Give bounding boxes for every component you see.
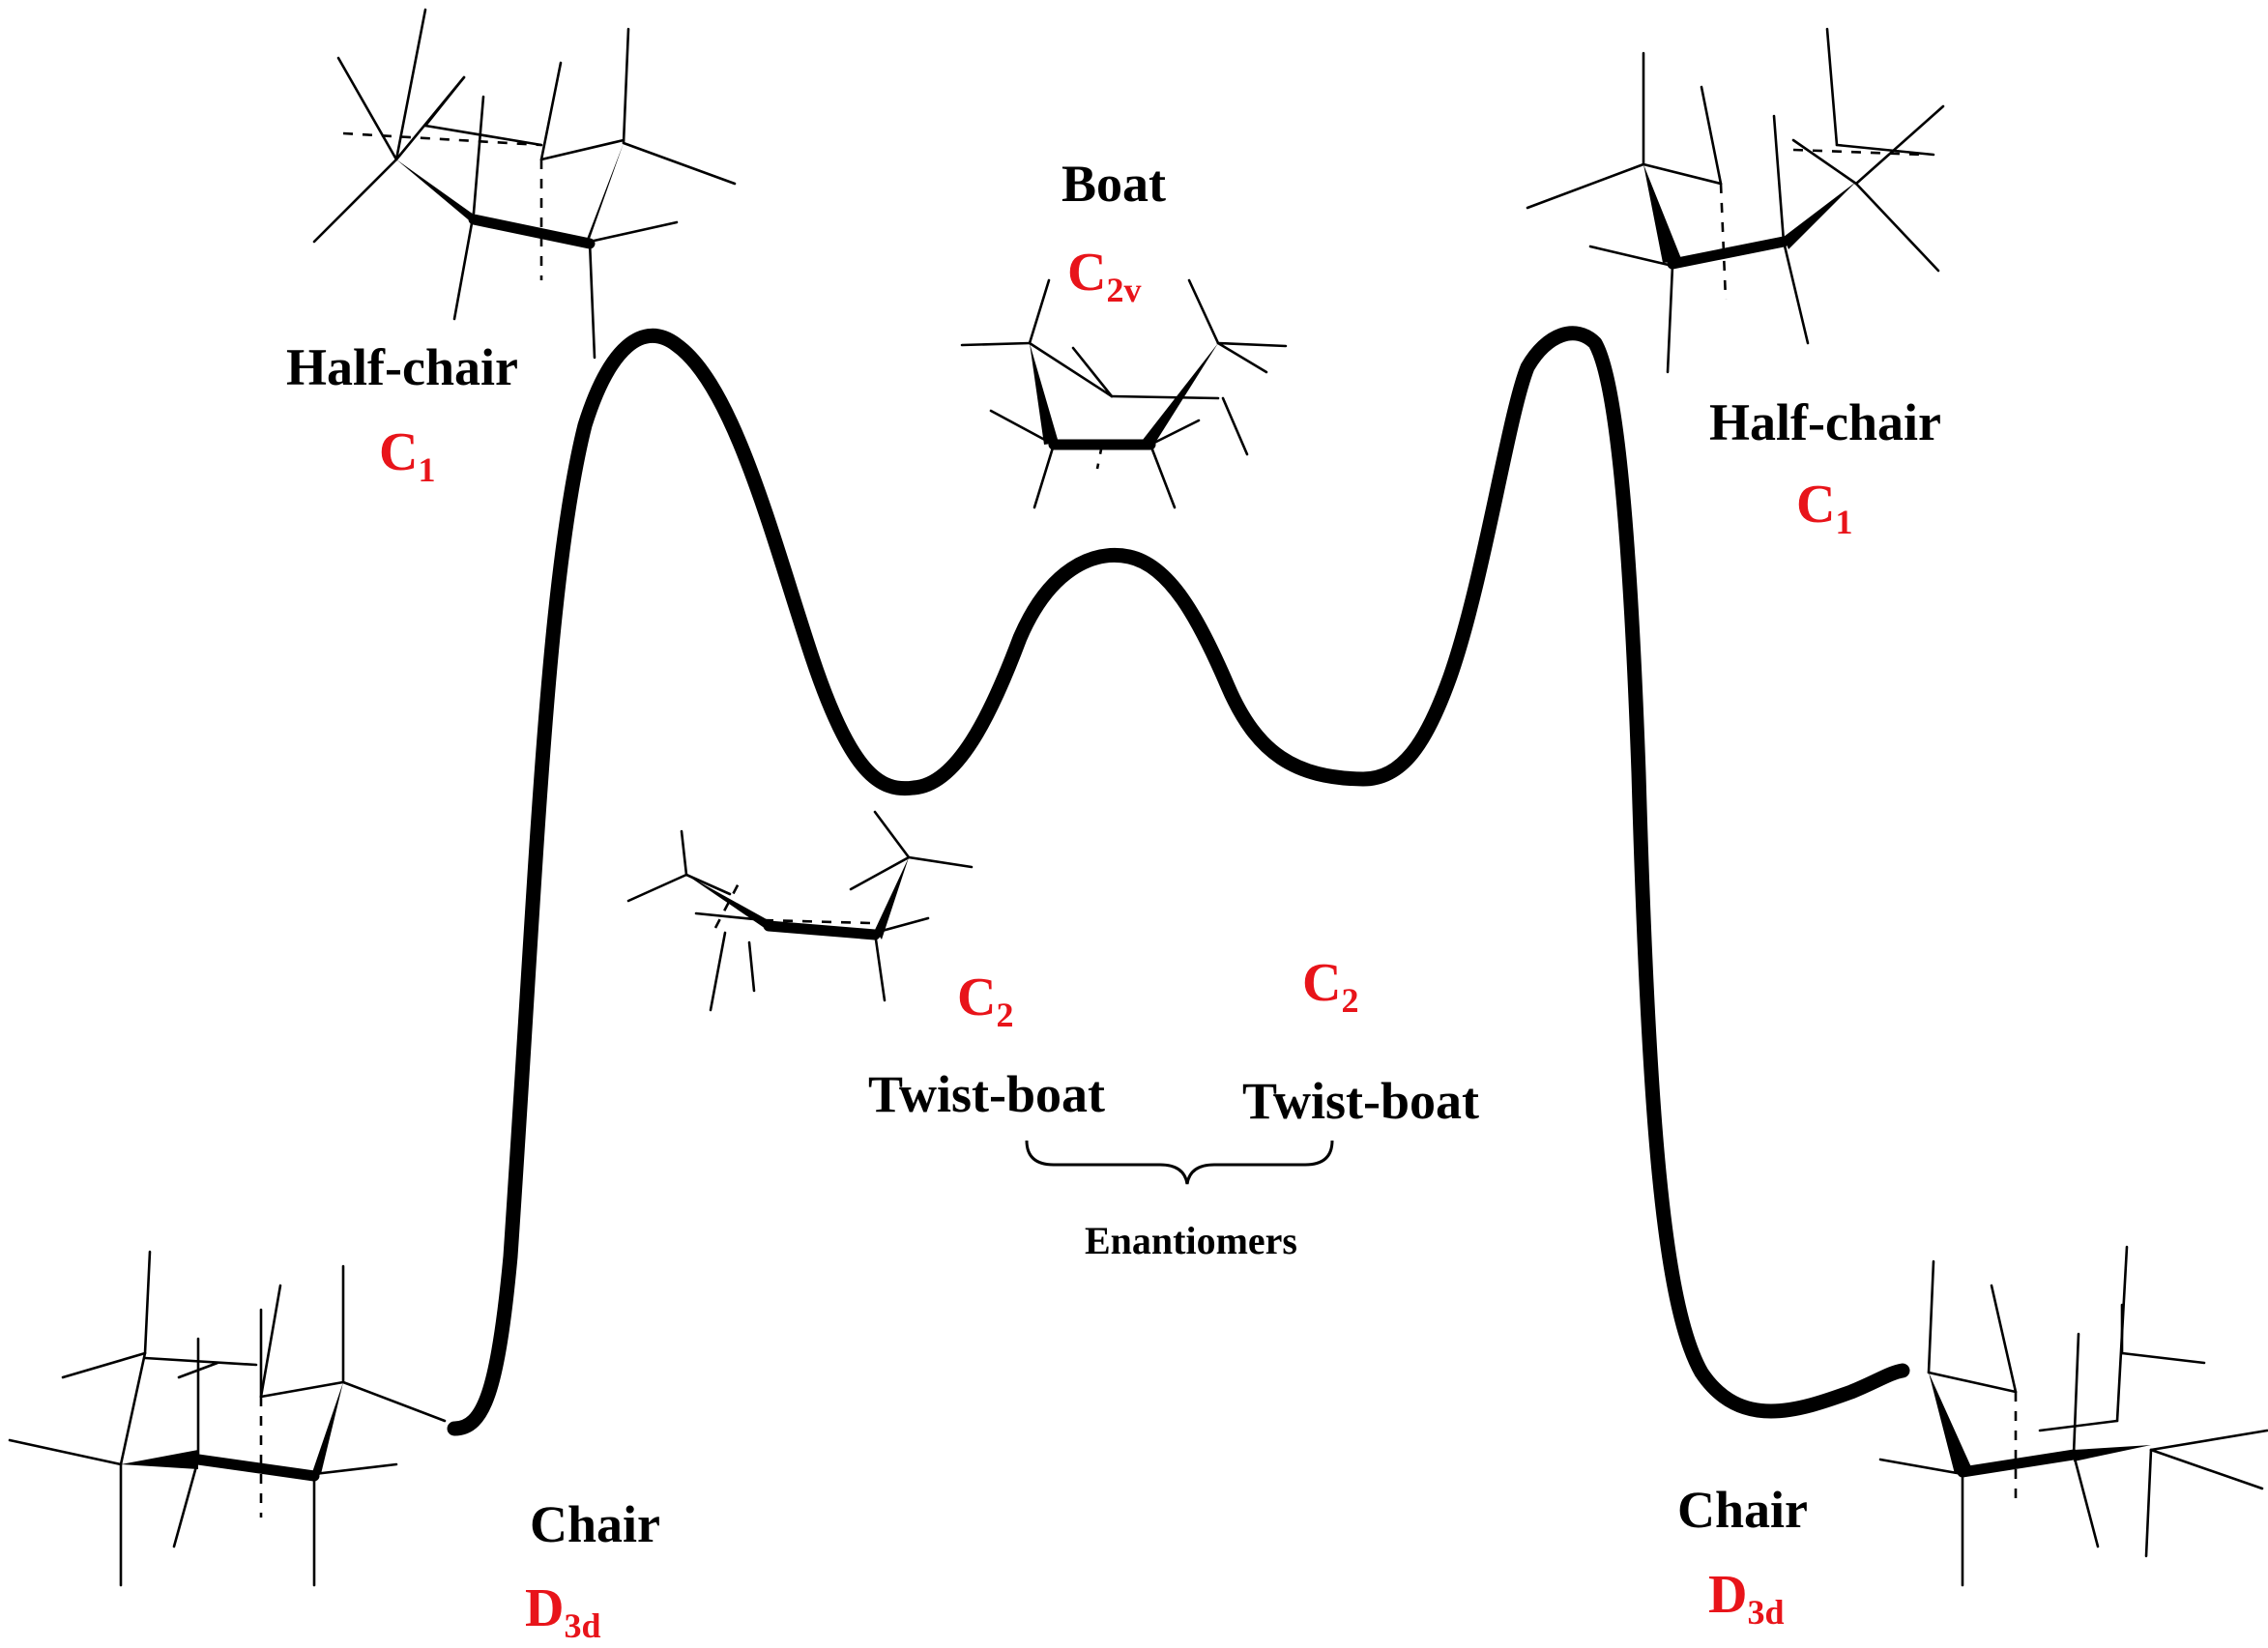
- boat-symmetry: C2v: [1067, 243, 1141, 309]
- chair-left-symmetry: D3d: [525, 1578, 600, 1645]
- energy-profile-curve: [447, 326, 1910, 1436]
- chair-right-name: Chair: [1677, 1481, 1808, 1539]
- half-chair-left-symmetry: C1: [379, 422, 435, 489]
- boat-name: Boat: [1061, 155, 1166, 213]
- chair-right-structure: [1878, 1245, 2268, 1587]
- twist-boat-structure: [626, 810, 974, 1012]
- half-chair-left-name: Half-chair: [286, 338, 518, 396]
- half-chair-left-structure: [312, 8, 737, 360]
- chair-left-structure: [8, 1250, 447, 1587]
- half-chair-right-name: Half-chair: [1709, 393, 1941, 451]
- chair-left-name: Chair: [530, 1495, 660, 1553]
- twist-boat-left-name: Twist-boat: [868, 1065, 1105, 1123]
- half-chair-right-symmetry: C1: [1796, 475, 1852, 541]
- boat-structure: [960, 278, 1288, 509]
- twist-boat-right-symmetry: C2: [1302, 953, 1358, 1020]
- chair-right-symmetry: D3d: [1708, 1565, 1784, 1632]
- half-chair-right-structure: [1526, 27, 1945, 374]
- twist-boat-right-name: Twist-boat: [1242, 1072, 1479, 1130]
- twist-boat-left-symmetry: C2: [957, 968, 1013, 1034]
- enantiomers-brace: [1025, 1140, 1334, 1185]
- enantiomers-label: Enantiomers: [1085, 1219, 1297, 1262]
